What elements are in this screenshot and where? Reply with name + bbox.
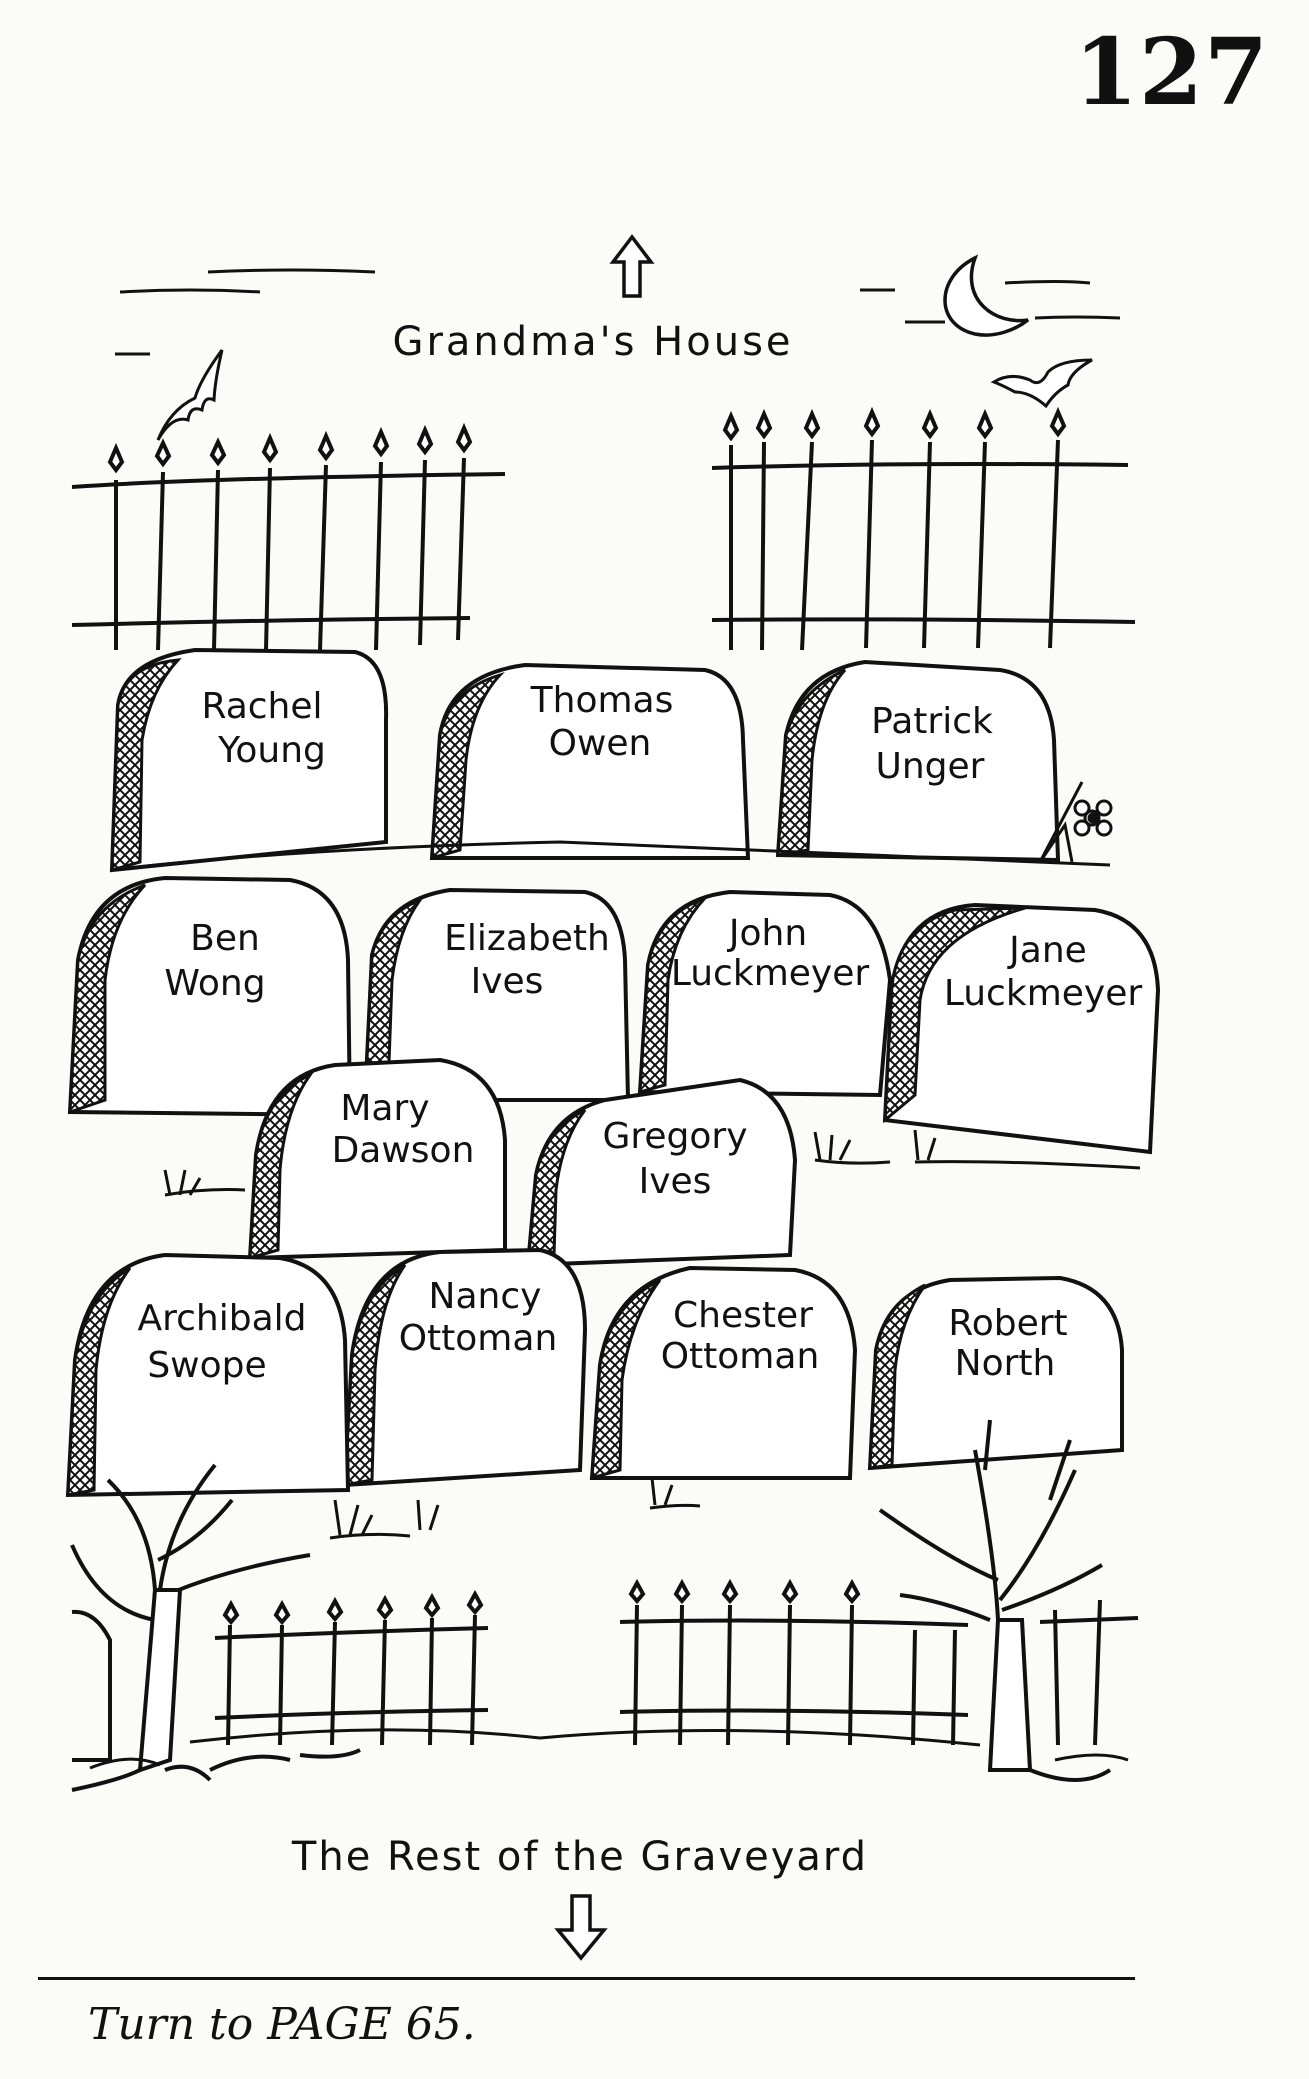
bat-icon <box>990 358 1093 409</box>
tombstone-ben-wong: Ben Wong <box>67 875 353 1118</box>
fence-top-left <box>71 422 506 651</box>
tombstone-first-name: Patrick <box>871 701 993 742</box>
tombstone-last-name: Young <box>217 730 326 771</box>
ground-row-1 <box>109 840 1111 872</box>
tombstone-first-name: Jane <box>1007 930 1087 971</box>
tombstone-first-name: Gregory <box>602 1116 747 1157</box>
tombstone-first-name: Rachel <box>201 686 322 727</box>
tombstone-last-name: Unger <box>876 746 985 787</box>
tombstone-last-name: Luckmeyer <box>944 973 1143 1014</box>
dead-tree-left <box>70 1463 361 1792</box>
tombstone-robert-north: Robert North <box>867 1275 1124 1471</box>
tombstone-last-name: Luckmeyer <box>671 953 870 994</box>
tombstone-last-name: Ives <box>471 961 544 1002</box>
rest-of-graveyard-label: The Rest of the Graveyard <box>291 1834 868 1880</box>
crescent-moon-icon <box>943 254 1035 337</box>
tombstone-last-name: Wong <box>164 963 265 1004</box>
fence-top-right <box>711 406 1136 651</box>
tombstone-john-luckmeyer: John Luckmeyer <box>637 889 893 1098</box>
grass <box>329 1477 701 1540</box>
fence-bottom-far-right <box>1039 1599 1139 1746</box>
footer-divider <box>38 1977 1135 1980</box>
tombstone-first-name: Ben <box>190 918 260 959</box>
tombstone-last-name: Ottoman <box>399 1318 558 1359</box>
ground-bottom <box>89 1728 1129 1770</box>
tombstone-first-name: Archibald <box>137 1298 306 1339</box>
up-arrow-icon <box>609 234 655 298</box>
tombstone-last-name: Swope <box>147 1345 266 1386</box>
tombstone-rachel-young: Rachel Young <box>109 647 389 873</box>
dead-tree-right <box>878 1419 1112 1782</box>
tombstone-first-name: Nancy <box>429 1276 542 1317</box>
tombstone-nancy-ottoman: Nancy Ottoman <box>342 1247 588 1488</box>
tombstone-last-name: Dawson <box>332 1130 475 1171</box>
tombstone-last-name: Ives <box>639 1161 712 1202</box>
tombstone-first-name: Robert <box>948 1303 1067 1344</box>
tombstone-last-name: Owen <box>549 723 652 764</box>
tombstone-elizabeth-ives: Elizabeth Ives <box>362 887 631 1103</box>
bat-icon <box>156 349 224 441</box>
tombstone-thomas-owen: Thomas Owen <box>429 662 751 861</box>
tombstone-mary-dawson: Mary Dawson <box>247 1057 507 1261</box>
tombstone-first-name: Mary <box>340 1088 429 1129</box>
tombstone-last-name: North <box>955 1343 1056 1384</box>
sky-lines <box>115 268 1121 356</box>
tombstone-patrick-unger: Patrick Unger <box>775 659 1061 863</box>
tombstone-gregory-ives: Gregory Ives <box>525 1077 798 1268</box>
down-arrow-icon <box>554 1894 608 1961</box>
tombstone-jane-luckmeyer: Jane Luckmeyer <box>882 902 1161 1155</box>
grass <box>163 1129 1141 1197</box>
tombstone-first-name: Chester <box>673 1295 813 1336</box>
fence-bottom-right <box>619 1578 969 1746</box>
flower-icon <box>1038 781 1113 863</box>
page-number: 127 <box>1073 18 1269 126</box>
tombstone-last-name: Ottoman <box>661 1336 820 1377</box>
tombstone-first-name: Thomas <box>530 680 674 721</box>
grandmas-house-label: Grandma's House <box>392 319 793 365</box>
turn-to-page-instruction: Turn to PAGE 65. <box>88 1999 476 2050</box>
tombstone-archibald-swope: Archibald Swope <box>65 1252 351 1498</box>
tombstone-first-name: John <box>727 913 807 954</box>
fence-bottom-left <box>214 1589 489 1746</box>
tombstone-first-name: Elizabeth <box>444 918 610 959</box>
tombstone-chester-ottoman: Chester Ottoman <box>589 1265 858 1481</box>
